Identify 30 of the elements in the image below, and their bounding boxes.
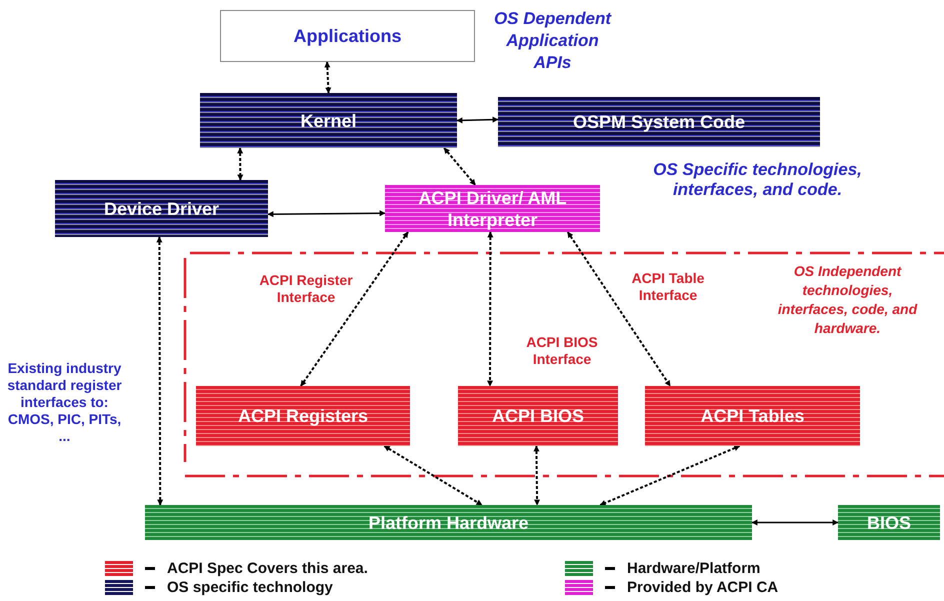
arrow [443, 147, 476, 186]
annotation-text: OS Dependent Application APIs [492, 8, 612, 74]
arrow [237, 147, 244, 181]
hardware-bar: BIOS [838, 505, 940, 540]
edge-label: ACPI BIOS Interface [525, 334, 599, 368]
arrow [156, 236, 164, 506]
edge-label: ACPI Table Interface [630, 270, 706, 304]
acpi-spec-box: ACPI BIOS [458, 386, 618, 446]
arrow [456, 116, 499, 124]
arrow [566, 231, 671, 387]
hardware-bar: Platform Hardware [145, 505, 752, 540]
arrow [533, 445, 540, 506]
acpi-spec-box: ACPI Tables [645, 386, 860, 446]
annotation-text: OS Specific technologies, interfaces, and code. [652, 160, 863, 200]
acpi-spec-box: ACPI Registers [196, 386, 410, 446]
legend-label: OS specific technology [167, 579, 333, 596]
arrow [600, 445, 740, 506]
arrow [267, 210, 386, 218]
arrow [751, 520, 839, 526]
legend-label: Hardware/Platform [627, 560, 760, 577]
arrow [324, 61, 332, 94]
arrow [487, 231, 494, 387]
annotation-text: OS Independent technologies, interfaces, code, and hardware. [776, 262, 918, 338]
arrow [300, 231, 409, 387]
annotation-text: Existing industry standard register interfaces to: CMOS, PIC, PITs, ... [6, 360, 123, 445]
application-box: Applications [220, 10, 475, 62]
legend-label: Provided by ACPI CA [627, 579, 778, 596]
arrow [384, 445, 482, 506]
legend-label: ACPI Spec Covers this area. [167, 560, 368, 577]
edge-label: ACPI Register Interface [258, 272, 354, 306]
